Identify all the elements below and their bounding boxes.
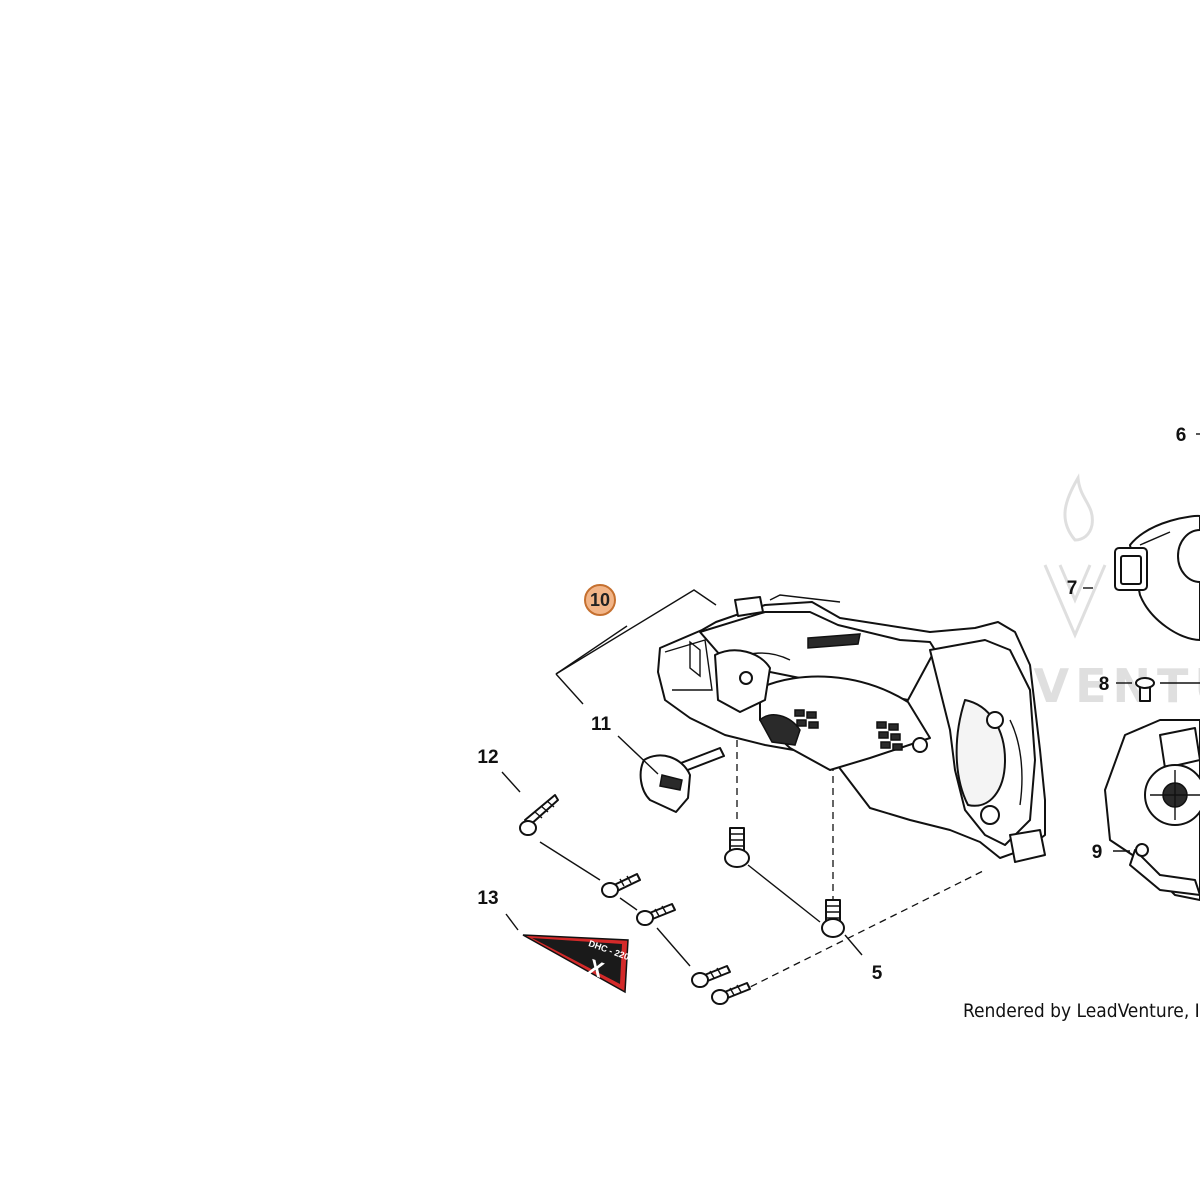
recoil-starter-part xyxy=(1114,514,1200,641)
callout-8[interactable]: 8 xyxy=(1099,674,1110,695)
screw-upper-5 xyxy=(724,827,750,868)
callout-10[interactable]: 10 xyxy=(584,584,616,616)
assembly-lines xyxy=(736,740,986,993)
part-11-knob xyxy=(639,747,725,813)
screw-8 xyxy=(1135,677,1155,702)
callout-5[interactable]: 5 xyxy=(872,963,883,984)
screw-row-2 xyxy=(636,903,676,926)
screw-row-3 xyxy=(691,965,731,988)
callout-10-label: 10 xyxy=(590,590,610,610)
vent-grille xyxy=(794,709,903,751)
screws xyxy=(519,677,1155,1005)
callout-9[interactable]: 9 xyxy=(1092,842,1103,863)
decal-body xyxy=(532,938,622,984)
decal-13: DHC - 2200 X xyxy=(522,934,635,994)
render-credit: Rendered by LeadVenture, In xyxy=(963,1000,1200,1022)
callouts: 10 11 12 13 5 6 7 8 9 xyxy=(477,425,1186,984)
callout-11[interactable]: 11 xyxy=(591,714,612,735)
main-housing-part xyxy=(657,594,1046,863)
fan-housing-part xyxy=(1104,719,1200,901)
callout-12[interactable]: 12 xyxy=(477,747,498,768)
callout-7[interactable]: 7 xyxy=(1067,578,1078,599)
screw-row-4 xyxy=(711,982,751,1005)
callout-13[interactable]: 13 xyxy=(477,888,498,909)
screw-row-1 xyxy=(601,873,641,898)
flame-logo-icon xyxy=(1043,473,1107,639)
callout-6[interactable]: 6 xyxy=(1176,425,1187,446)
screw-lower-5 xyxy=(821,899,845,938)
screw-12 xyxy=(519,794,559,836)
callout-10-highlight xyxy=(584,584,616,616)
leader-lines xyxy=(501,433,1200,967)
